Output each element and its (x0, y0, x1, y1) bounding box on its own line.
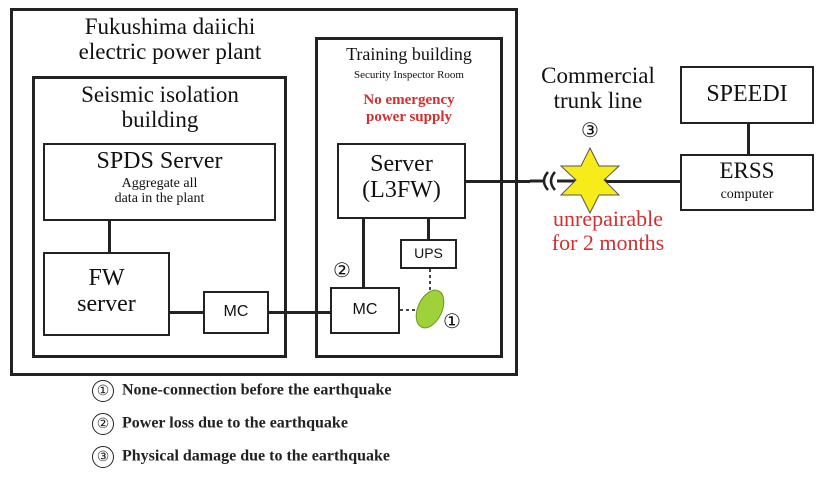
legend-item-1: ① None-connection before the earthquake (92, 380, 391, 402)
plant-title-line1: Fukushima daiichi (84, 14, 256, 39)
mc-right-label: MC (352, 301, 378, 318)
training-building (315, 37, 503, 358)
server-l3fw-box (337, 143, 466, 219)
server-line2: (L3FW) (362, 177, 441, 204)
fw-mc-link (170, 311, 203, 314)
unrepairable-line1: unrepairable (553, 206, 663, 231)
server-ups-link (427, 219, 430, 239)
fw-server-box (43, 252, 170, 336)
mc-right-box (330, 287, 400, 334)
marker-1: ① (443, 311, 461, 333)
mc-mc-link (269, 311, 330, 314)
training-room: Security Inspector Room (354, 69, 464, 81)
seismic-title: Seismic isolation building (40, 82, 280, 133)
legend-text-3: Physical damage due to the earthquake (122, 447, 390, 465)
training-title: Training building (346, 44, 472, 64)
marker-3: ③ (581, 120, 599, 142)
seismic-title-line1: Seismic isolation (81, 82, 239, 107)
erss-title: ERSS (719, 158, 775, 183)
damage-star-icon (559, 146, 621, 215)
server-trunk-link (466, 180, 530, 183)
legend-num-3: ③ (92, 446, 114, 468)
legend-num-1: ① (92, 380, 114, 402)
plant-boundary (10, 8, 518, 376)
plant-title: Fukushima daiichi electric power plant (40, 14, 300, 65)
line-break-icon (542, 171, 556, 191)
server-line1: Server (370, 151, 433, 177)
erss-box (680, 154, 814, 211)
marker-2: ② (333, 260, 351, 282)
unrepairable-note: unrepairable for 2 months (528, 206, 688, 256)
trunk-line2: trunk line (553, 88, 643, 114)
warning-line2: power supply (365, 108, 452, 125)
plant-title-line2: electric power plant (78, 39, 262, 65)
training-warning: No emergency power supply (315, 92, 503, 125)
legend-num-2: ② (92, 413, 114, 435)
spds-desc-line2: data in the plant (114, 191, 205, 207)
server-l3fw-label: Server (L3FW) (337, 151, 466, 204)
legend-text-2: Power loss due to the earthquake (122, 414, 348, 432)
spds-server-box (43, 143, 276, 221)
ups-box (400, 239, 457, 269)
unrepairable-line2: for 2 months (551, 230, 665, 256)
trunk-line1: Commercial (541, 63, 655, 88)
fw-server-label: FW server (43, 265, 170, 318)
mc-server-link (362, 219, 365, 287)
legend-text-1: None-connection before the earthquake (122, 381, 392, 399)
spds-fw-link (108, 221, 111, 252)
fw-line2: server (77, 291, 136, 318)
ups-label: UPS (414, 245, 443, 261)
speedi-label: SPEEDI (706, 81, 788, 107)
speedi-erss-link (747, 124, 750, 154)
legend-item-3: ③ Physical damage due to the earthquake (92, 446, 390, 468)
speedi-box (680, 66, 814, 124)
warning-line1: No emergency (363, 92, 455, 108)
mc-left-label: MC (223, 303, 249, 320)
disconnection-ellipse-icon (415, 289, 445, 329)
seismic-isolation-building (32, 76, 287, 358)
seismic-title-line2: building (121, 107, 199, 133)
spds-title: SPDS Server (96, 148, 223, 174)
legend-item-2: ② Power loss due to the earthquake (92, 413, 348, 435)
fw-line1: FW (88, 265, 125, 291)
trunk-erss-link (607, 180, 680, 183)
mc-left-box (203, 291, 269, 334)
spds-desc-line1: Aggregate all (121, 176, 198, 191)
erss-subtitle: computer (720, 187, 774, 202)
spds-description: Aggregate all data in the plant (43, 176, 276, 207)
trunk-line-label: Commercial trunk line (518, 63, 678, 114)
